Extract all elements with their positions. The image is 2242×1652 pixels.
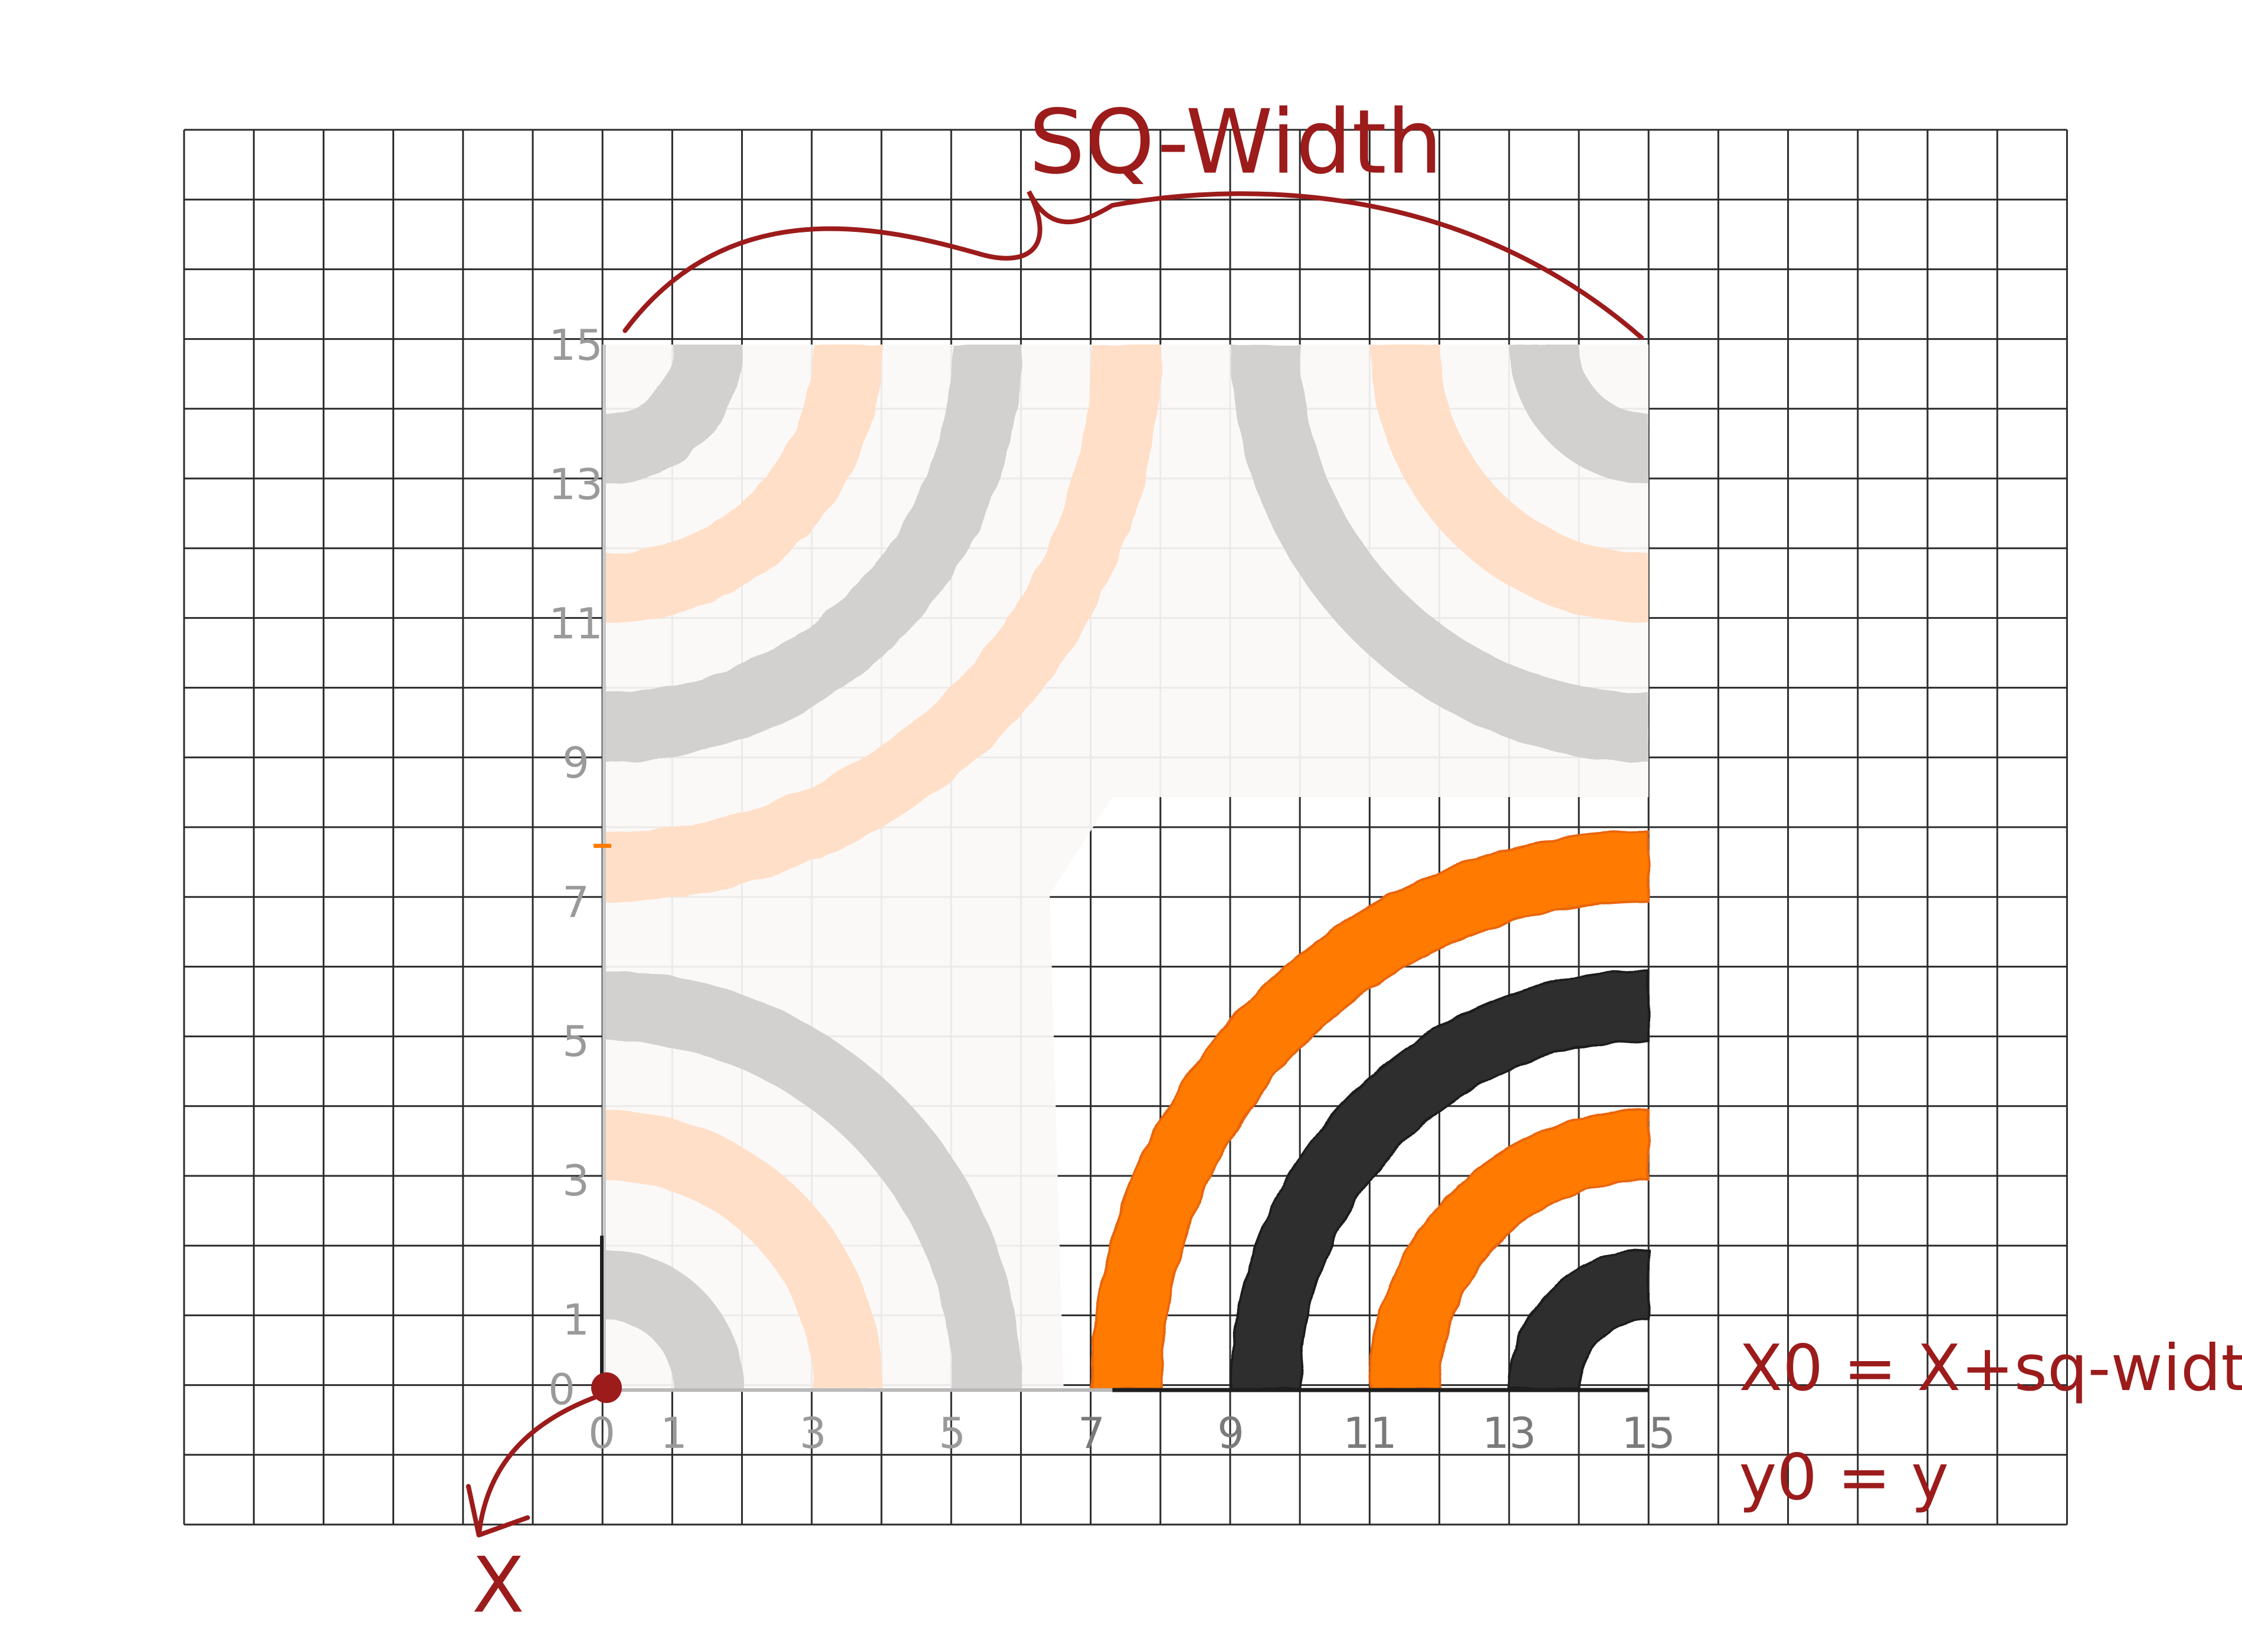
x-tick-label: 3 xyxy=(799,1408,827,1458)
annotations: SQ-Width X X0 = X+sq-width y0 = y xyxy=(466,91,2242,1630)
faded-tiles xyxy=(604,345,1648,1389)
y-tick-label: 9 xyxy=(562,738,589,788)
arc-band-peach xyxy=(604,345,1161,902)
highlighted-tile xyxy=(1090,830,1650,1390)
x-tick-label: 5 xyxy=(939,1408,966,1458)
arc-band-gray xyxy=(604,1250,743,1389)
arc-band-dark xyxy=(1229,969,1650,1390)
brace-label: SQ-Width xyxy=(1029,91,1443,194)
arc-band-orange xyxy=(1090,830,1650,1390)
arc-band-orange xyxy=(1368,1109,1650,1390)
x-tick-label: 9 xyxy=(1217,1408,1244,1458)
y-tick-label: 11 xyxy=(549,599,603,648)
x-tick-label: 0 xyxy=(588,1408,615,1458)
tile-bottom-left xyxy=(604,971,1022,1389)
tile-bottom-right xyxy=(1090,830,1650,1390)
arc-band-peach xyxy=(604,1110,883,1389)
x-tick-label: 7 xyxy=(1078,1408,1105,1458)
tile-top-left xyxy=(604,345,1161,902)
x-tick-label: 15 xyxy=(1621,1408,1676,1458)
tile-top-right xyxy=(1231,345,1648,762)
y-tick-label: 3 xyxy=(562,1156,589,1205)
arc-band-gray xyxy=(1231,345,1648,762)
y-tick-label: 5 xyxy=(562,1017,589,1066)
x-tick-label: 11 xyxy=(1343,1408,1397,1458)
arc-band-dark xyxy=(1507,1248,1650,1390)
arc-band-peach xyxy=(1370,345,1648,623)
axes xyxy=(594,345,1648,1392)
arc-band-gray xyxy=(604,971,1022,1389)
x-tick-label: 1 xyxy=(660,1408,687,1458)
y-tick-label: 7 xyxy=(562,877,589,927)
y-tick-label: 13 xyxy=(549,460,603,509)
arc-band-gray xyxy=(604,345,743,484)
y-tick-label: 1 xyxy=(562,1295,589,1345)
arc-band-gray xyxy=(1509,345,1648,484)
formula-x0: X0 = X+sq-width xyxy=(1739,1332,2242,1405)
arc-band-peach xyxy=(604,345,883,623)
arc-band-gray xyxy=(604,345,1022,762)
y-tick-label: 15 xyxy=(549,320,603,370)
x-arrow-label: X xyxy=(472,1540,525,1630)
formula-y0: y0 = y xyxy=(1739,1441,1949,1515)
width-brace xyxy=(622,190,1644,340)
x-tick-label: 13 xyxy=(1482,1408,1536,1458)
x-axis-arrow xyxy=(466,1392,604,1538)
